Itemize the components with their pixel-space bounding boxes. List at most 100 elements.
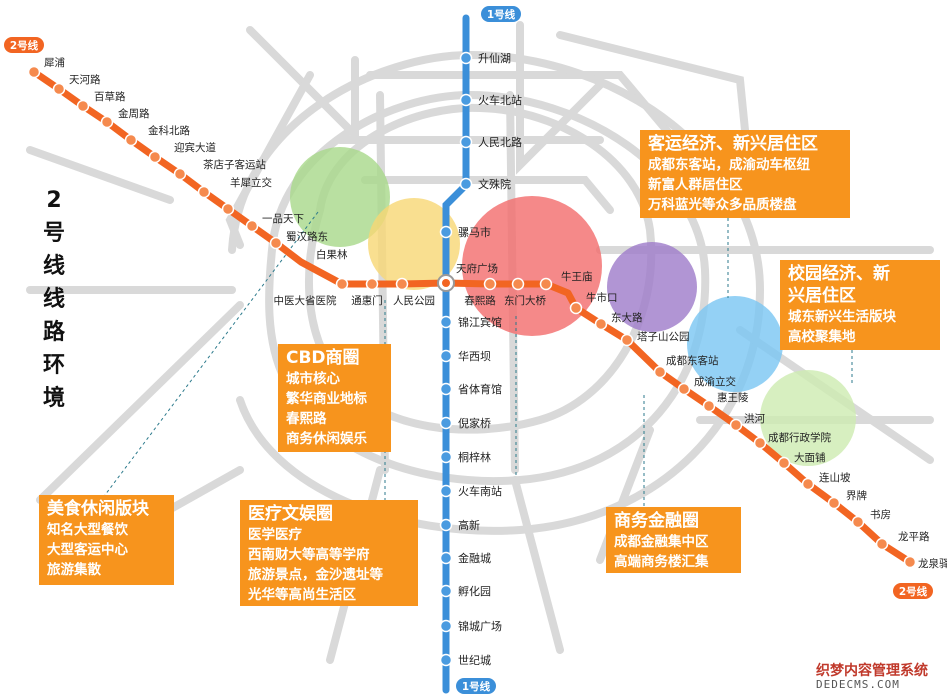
station-dot-icon: [221, 202, 235, 216]
line2-station[interactable]: 牛市口: [569, 291, 618, 315]
line2-station[interactable]: 成都行政学院: [753, 431, 832, 450]
leader-lines: [104, 211, 853, 507]
line2-station[interactable]: 成渝立交: [677, 375, 737, 396]
line1-station[interactable]: 高新: [439, 518, 481, 532]
station-label: 东大路: [611, 311, 643, 324]
station-label: 龙平路: [898, 530, 930, 543]
line1-station[interactable]: 人民北路: [459, 135, 523, 149]
road-network: [26, 21, 934, 664]
zone-bubble: [687, 296, 783, 392]
station-label: 骡马市: [458, 225, 491, 239]
line2-station[interactable]: 金周路: [100, 107, 150, 129]
line1-station[interactable]: 世纪城: [439, 653, 492, 667]
line2-badge-start: 2号线: [4, 37, 44, 53]
watermark-en: DEDECMS.COM: [816, 678, 900, 691]
line2-station[interactable]: 连山坡: [801, 471, 851, 491]
line2-station[interactable]: 洪河: [729, 413, 766, 432]
station-label: 成都行政学院: [768, 431, 831, 444]
line2-station[interactable]: 天府广场: [456, 262, 498, 275]
station-label: 书房: [870, 508, 891, 521]
line1-station[interactable]: 文殊院: [459, 177, 512, 191]
line1-station[interactable]: 锦城广场: [439, 619, 503, 633]
road: [228, 50, 765, 535]
line2-station[interactable]: 人民公园: [393, 277, 435, 308]
station-dot-icon: [729, 418, 743, 432]
station-dot-icon: [439, 416, 453, 430]
line1-station[interactable]: 锦江宾馆: [439, 315, 503, 329]
line-1-stations: 升仙湖火车北站人民北路文殊院骡马市锦江宾馆华西坝省体育馆倪家桥桐梓林火车南站高新…: [439, 51, 523, 667]
line2-station[interactable]: 成都东客站: [653, 354, 719, 379]
station-label: 茶店子客运站: [203, 158, 266, 171]
line2-station[interactable]: 一品天下: [221, 202, 305, 226]
zone-heading: 美食休闲版块: [47, 499, 149, 519]
line-badge-label: 1号线: [487, 8, 516, 21]
station-label: 锦城广场: [458, 619, 502, 633]
station-label: 人民公园: [393, 295, 435, 307]
line2-station[interactable]: 惠王陵: [702, 391, 749, 413]
zone-line: 城市核心: [286, 371, 340, 387]
line2-station[interactable]: 金科北路: [124, 124, 191, 147]
line2-station[interactable]: 迎宾大道: [148, 141, 217, 164]
line2-station[interactable]: 东门大桥: [504, 277, 546, 308]
station-label: 人民北路: [478, 136, 522, 149]
station-dot-icon: [439, 653, 453, 667]
line2-station[interactable]: 天河路: [52, 73, 101, 96]
zone-line: 繁华商业地标: [286, 391, 367, 407]
line2-station[interactable]: 界牌: [827, 489, 868, 510]
station-dot-icon: [439, 225, 453, 239]
station-label: 火车南站: [458, 484, 502, 498]
line2-station[interactable]: 羊犀立交: [197, 176, 273, 199]
line1-station[interactable]: 倪家桥: [439, 416, 492, 430]
line1-station[interactable]: 桐梓林: [439, 450, 492, 464]
zone-line: 知名大型餐饮: [47, 522, 128, 538]
line2-station[interactable]: 犀浦: [27, 56, 66, 79]
line1-station[interactable]: 升仙湖: [459, 51, 512, 65]
station-label: 蜀汉路东: [286, 230, 328, 243]
line1-station[interactable]: 骡马市: [439, 225, 492, 239]
station-dot-icon: [76, 99, 90, 113]
interchange-icon-inner: [442, 279, 450, 287]
line1-station[interactable]: 火车南站: [439, 484, 503, 498]
station-dot-icon: [511, 277, 525, 291]
line2-station[interactable]: 茶店子客运站: [173, 158, 267, 181]
watermark-cn: 织梦内容管理系统: [816, 663, 928, 679]
station-dot-icon: [459, 177, 473, 191]
zone-bubbles: [290, 147, 856, 466]
line2-badge-end: 2号线: [893, 583, 933, 599]
line2-station[interactable]: 牛王庙: [539, 270, 593, 291]
zone-box-transport: 客运经济、新兴居住区 成都东客站，成渝动车枢纽 新富人群居住区 万科蓝光等众多品…: [640, 130, 850, 218]
station-label: 中医大省医院: [274, 294, 337, 307]
station-dot-icon: [851, 515, 865, 529]
line2-station[interactable]: 中医大省医院: [274, 277, 349, 308]
line2-station[interactable]: 塔子山公园: [620, 330, 690, 347]
line2-station[interactable]: 通惠门: [351, 277, 383, 308]
station-dot-icon: [365, 277, 379, 291]
line2-station[interactable]: 百草路: [76, 90, 126, 113]
station-dot-icon: [439, 382, 453, 396]
line2-station[interactable]: 白果林: [269, 236, 348, 262]
station-dot-icon: [269, 236, 283, 250]
line1-station[interactable]: 省体育馆: [439, 382, 503, 396]
line2-station[interactable]: 龙平路: [875, 530, 930, 551]
line1-station[interactable]: 孵化园: [439, 584, 492, 598]
interchange-station[interactable]: [437, 274, 455, 292]
road: [556, 31, 749, 134]
zone-box-finance: 商务金融圈 成都金融集中区 高端商务楼汇集: [606, 507, 741, 573]
station-label: 华西坝: [458, 349, 491, 363]
line2-station[interactable]: 大面铺: [777, 451, 826, 470]
station-label: 白果林: [316, 248, 348, 261]
line2-station[interactable]: 东大路: [594, 311, 643, 331]
line1-station[interactable]: 华西坝: [439, 349, 492, 363]
station-label: 牛市口: [586, 291, 618, 304]
line2-station[interactable]: 龙泉驿: [903, 555, 947, 571]
station-dot-icon: [124, 133, 138, 147]
station-label: 金周路: [118, 107, 150, 120]
line1-station[interactable]: 火车北站: [459, 93, 523, 107]
line1-station[interactable]: 金融城: [439, 551, 492, 565]
station-dot-icon: [27, 65, 41, 79]
line2-station[interactable]: 春熙路: [464, 277, 497, 308]
line2-station[interactable]: 书房: [851, 508, 892, 529]
station-label: 惠王陵: [717, 391, 749, 404]
line2-station[interactable]: 蜀汉路东: [245, 219, 329, 244]
leader-line: [104, 211, 319, 496]
